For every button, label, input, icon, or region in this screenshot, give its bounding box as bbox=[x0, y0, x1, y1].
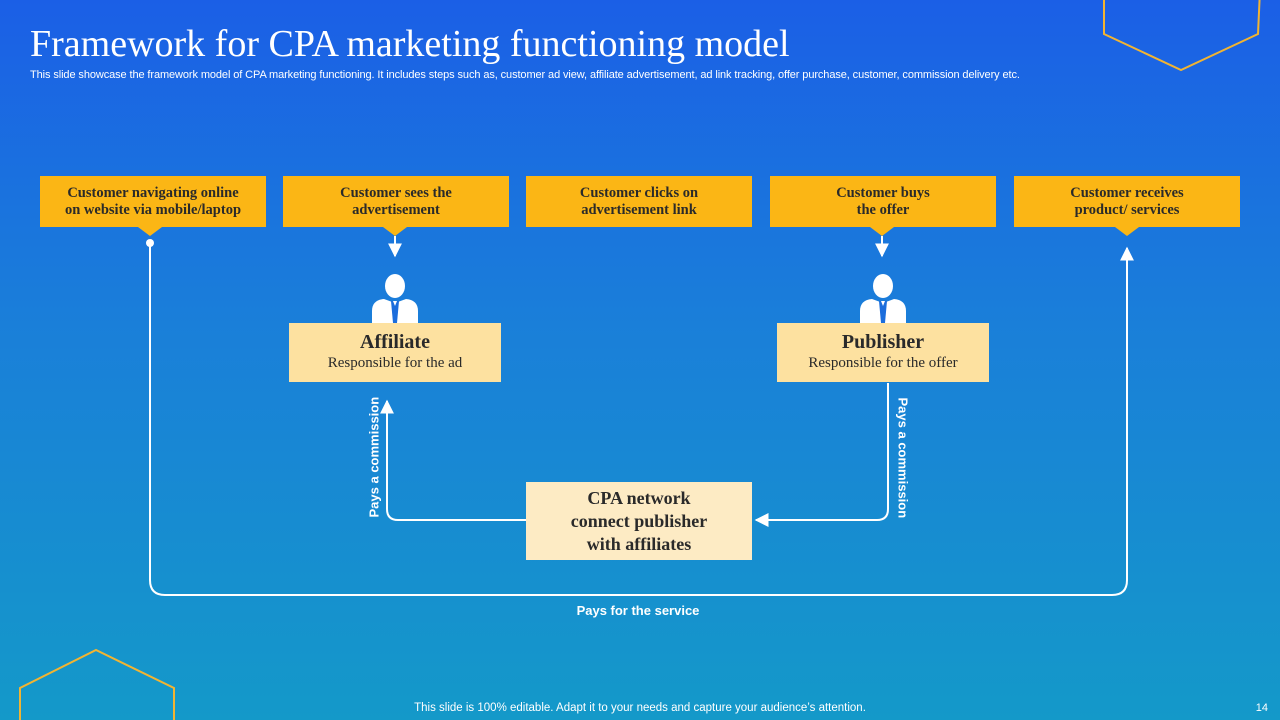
hexagon-decoration-top bbox=[1103, 0, 1261, 72]
page-number: 14 bbox=[1255, 702, 1268, 714]
affiliate-title: Affiliate bbox=[360, 331, 430, 353]
slide-footer: This slide is 100% editable. Adapt it to… bbox=[414, 702, 866, 714]
step-2-pointer bbox=[383, 227, 407, 236]
network-to-affiliate-connector bbox=[380, 399, 526, 521]
publisher-businessman-icon bbox=[860, 274, 906, 325]
step-customer-sees-ad: Customer sees the advertisement bbox=[283, 176, 509, 227]
step-customer-buys: Customer buys the offer bbox=[770, 176, 996, 227]
publisher-to-network-connector bbox=[754, 383, 889, 527]
step-1-pointer bbox=[138, 227, 162, 236]
right-commission-label: Pays a commission bbox=[895, 397, 911, 519]
slide-subtitle: This slide showcase the framework model … bbox=[30, 69, 1020, 81]
publisher-description: Responsible for the offer bbox=[808, 355, 958, 371]
publisher-box: Publisher Responsible for the offer bbox=[777, 323, 989, 382]
service-loop-connector bbox=[149, 243, 1134, 596]
slide-title: Framework for CPA marketing functioning … bbox=[30, 23, 790, 65]
step-5-pointer bbox=[1115, 227, 1139, 236]
step-customer-receives: Customer receives product/ services bbox=[1014, 176, 1240, 227]
affiliate-businessman-icon bbox=[372, 274, 418, 325]
affiliate-box: Affiliate Responsible for the ad bbox=[289, 323, 501, 382]
cpa-network-box: CPA network connect publisher with affil… bbox=[526, 482, 752, 560]
affiliate-description: Responsible for the ad bbox=[327, 355, 463, 371]
step-4-pointer bbox=[870, 227, 894, 236]
step-customer-clicks-ad: Customer clicks on advertisement link bbox=[526, 176, 752, 227]
publisher-title: Publisher bbox=[841, 331, 925, 353]
service-payment-label: Pays for the service bbox=[576, 603, 700, 618]
hexagon-decoration-bottom bbox=[19, 648, 175, 720]
left-commission-label: Pays a commission bbox=[366, 396, 382, 518]
step-customer-navigating: Customer navigating online on website vi… bbox=[40, 176, 266, 227]
